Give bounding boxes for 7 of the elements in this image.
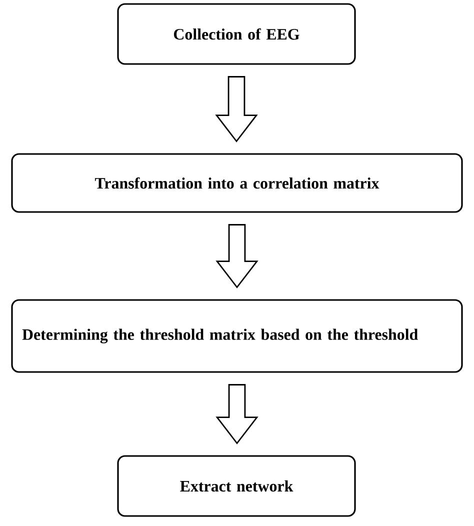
arrow [215, 76, 258, 142]
arrow [216, 384, 258, 444]
process-box: Transformation into a correlation matrix [11, 153, 463, 213]
process-box: Collection of EEG [117, 3, 356, 65]
process-box: Determining the threshold matrix based on the threshold [11, 299, 463, 373]
arrow [216, 224, 258, 288]
process-box: Extract network [117, 455, 356, 517]
